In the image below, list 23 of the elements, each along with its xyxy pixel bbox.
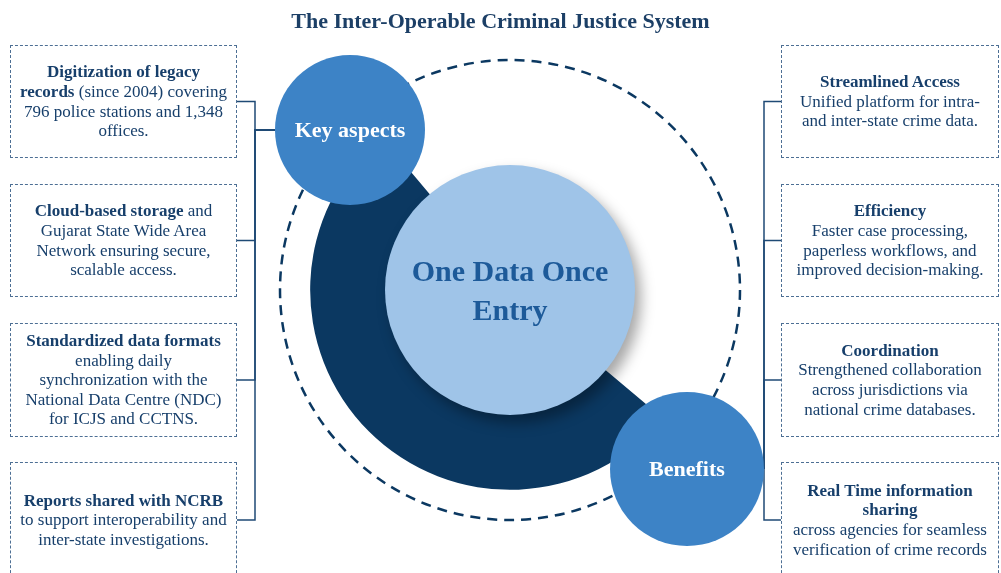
box-heading: Coordination (841, 340, 939, 361)
box-heading: Streamlined Access (820, 72, 960, 92)
box-heading: Efficiency (853, 201, 927, 221)
info-box (781, 45, 999, 158)
info-box (781, 323, 999, 437)
circle-label: One Data Once Entry (410, 253, 610, 328)
title: The Inter-Operable Criminal Justice System (290, 8, 711, 34)
circle-label: Benefits (649, 454, 725, 483)
info-box (10, 462, 237, 573)
circle-label: Key aspects (294, 115, 406, 144)
box-text: Unified platform for intra- and inter-state crime data. (799, 91, 981, 131)
box-text: Strengthened collaboration across jurisdictions via national crime databases. (797, 360, 983, 420)
box-text: Cloud-based storage and Gujarat State Wide Area Network ensuring secure, scalable access. (33, 201, 214, 280)
info-box (10, 45, 237, 158)
box-text: across agencies for seamless verification of crime records (792, 520, 988, 560)
box-text: Standardized data formats enabling daily synchronization with the National Data Centre (NDC) for ICJS and CCTNS. (24, 331, 223, 429)
info-box (781, 184, 999, 297)
info-box (10, 184, 237, 297)
info-box (10, 323, 237, 437)
box-text: Faster case processing, paperless workflows, and improved decision-making. (795, 220, 985, 280)
info-box (781, 462, 999, 573)
box-text: Digitization of legacy records (since 2004) covering 796 police stations and 1,348 offices. (19, 62, 228, 141)
box-text: Reports shared with NCRB to support interoperability and inter-state investigations. (19, 490, 228, 550)
